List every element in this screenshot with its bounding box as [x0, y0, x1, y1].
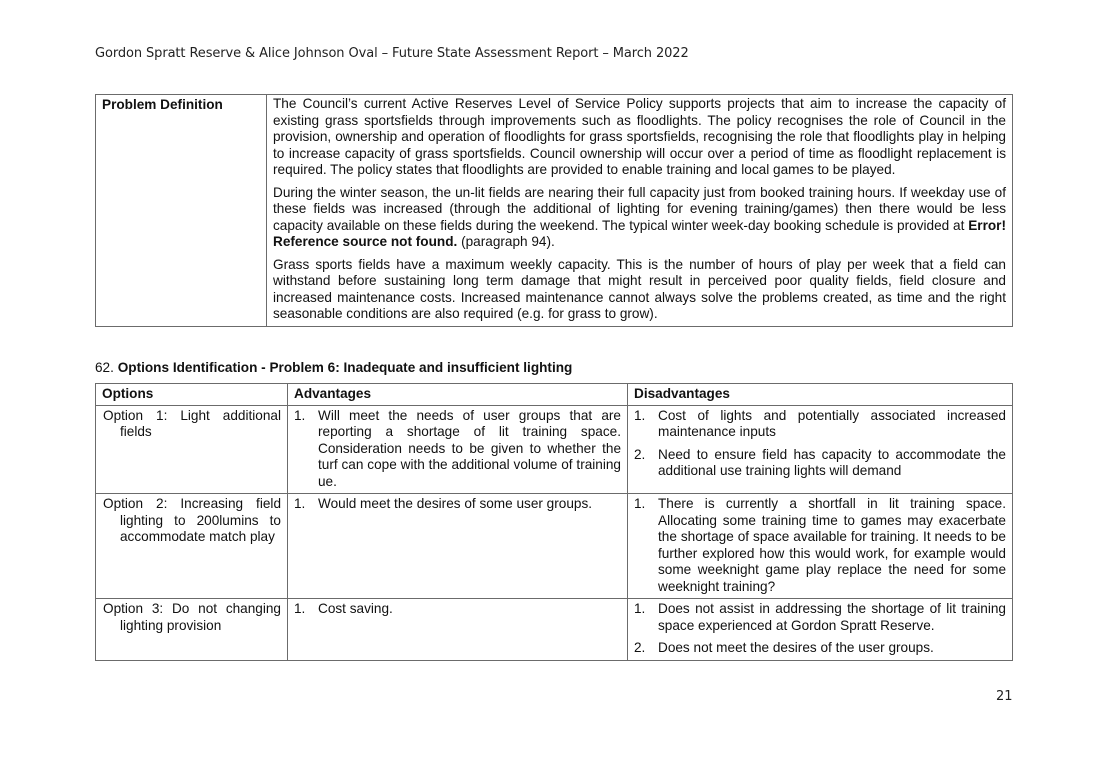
list-item: 1. Will meet the needs of user groups tha… [294, 408, 621, 491]
disadvantages-cell: 1. There is currently a shortfall in lit … [627, 493, 1013, 599]
disadvantages-list: 1. Cost of lights and potentially associa… [634, 408, 1006, 480]
header-disadvantages: Disadvantages [627, 383, 1013, 406]
advantages-list: 1. Will meet the needs of user groups tha… [294, 408, 621, 491]
advantages-cell: 1. Will meet the needs of user groups tha… [287, 404, 628, 494]
list-item: 1. Would meet the desires of some user gr… [294, 496, 621, 513]
list-number: 1. [634, 601, 646, 616]
reference-error-text: Error! Reference source not found. [273, 217, 1006, 250]
section-title: 62. Options Identification - Problem 6: … [95, 360, 572, 375]
list-text: Need to ensure field has capacity to acc… [658, 446, 1006, 479]
list-number: 1. [294, 601, 306, 616]
list-text: Cost of lights and potentially associate… [658, 407, 1006, 440]
list-number: 1. [634, 407, 646, 423]
advantages-list: 1. Would meet the desires of some user gr… [294, 496, 621, 513]
advantages-list: 1. Cost saving. [294, 601, 621, 618]
options-table: Options Advantages Disadvantages Option … [95, 383, 1013, 661]
problem-paragraph-2: During the winter season, the un-lit fie… [273, 185, 1006, 251]
disadvantages-list: 1. There is currently a shortfall in lit … [634, 496, 1006, 595]
header-options: Options [95, 383, 288, 406]
header-advantages: Advantages [287, 383, 628, 406]
option-cell: Option 2: Increasing field lighting to 2… [95, 493, 288, 599]
list-number: 2. [634, 446, 646, 462]
list-item: 1. There is currently a shortfall in lit … [634, 496, 1006, 595]
problem-definition-table: Problem Definition The Council’s current… [95, 94, 1013, 327]
table-row: Option 1: Light additional fields 1. Will … [95, 404, 1013, 494]
list-item: 2. Does not meet the desires of the user … [634, 640, 1006, 657]
list-number: 1. [294, 407, 306, 423]
list-number: 1. [634, 496, 646, 511]
problem-paragraph-3: Grass sports fields have a maximum weekl… [273, 256, 1006, 322]
disadvantages-list: 1. Does not assist in addressing the shor… [634, 601, 1006, 657]
list-item: 1. Cost saving. [294, 601, 621, 618]
page-header: Gordon Spratt Reserve & Alice Johnson Ov… [95, 46, 689, 61]
disadvantages-cell: 1. Cost of lights and potentially associa… [627, 404, 1013, 494]
list-text: There is currently a shortfall in lit tr… [658, 496, 1006, 594]
table-row: Option 3: Do not changing lighting provi… [95, 598, 1013, 661]
problem-paragraph-1: The Council’s current Active Reserves Le… [273, 96, 1006, 177]
list-text: Does not assist in addressing the shorta… [658, 601, 1006, 633]
table-header-row: Options Advantages Disadvantages [95, 383, 1013, 406]
advantages-cell: 1. Would meet the desires of some user gr… [287, 493, 628, 599]
option-cell: Option 1: Light additional fields [95, 404, 288, 494]
advantages-cell: 1. Cost saving. [287, 598, 628, 661]
options-rows: Option 1: Light additional fields 1. Will … [95, 404, 1013, 661]
paragraph-text: During the winter season, the un-lit fie… [273, 184, 1006, 233]
section-heading: Options Identification - Problem 6: Inad… [117, 360, 573, 375]
list-item: 1. Does not assist in addressing the shor… [634, 601, 1006, 634]
list-text: Would meet the desires of some user grou… [318, 496, 593, 511]
page-number: 21 [996, 689, 1013, 704]
list-item: 2. Need to ensure field has capacity to a… [634, 447, 1006, 480]
list-text: Will meet the needs of user groups that … [318, 407, 621, 489]
problem-definition-label: Problem Definition [95, 94, 267, 327]
option-cell: Option 3: Do not changing lighting provi… [95, 598, 288, 661]
table-row: Problem Definition The Council’s current… [95, 94, 1013, 327]
paragraph-text: (paragraph 94). [457, 234, 555, 249]
section-number: 62. [95, 360, 118, 375]
problem-definition-body: The Council’s current Active Reserves Le… [266, 94, 1013, 327]
list-number: 2. [634, 640, 646, 655]
list-number: 1. [294, 496, 306, 511]
list-text: Does not meet the desires of the user gr… [658, 640, 934, 655]
disadvantages-cell: 1. Does not assist in addressing the shor… [627, 598, 1013, 661]
table-row: Option 2: Increasing field lighting to 2… [95, 493, 1013, 599]
list-item: 1. Cost of lights and potentially associa… [634, 408, 1006, 441]
list-text: Cost saving. [318, 601, 393, 616]
